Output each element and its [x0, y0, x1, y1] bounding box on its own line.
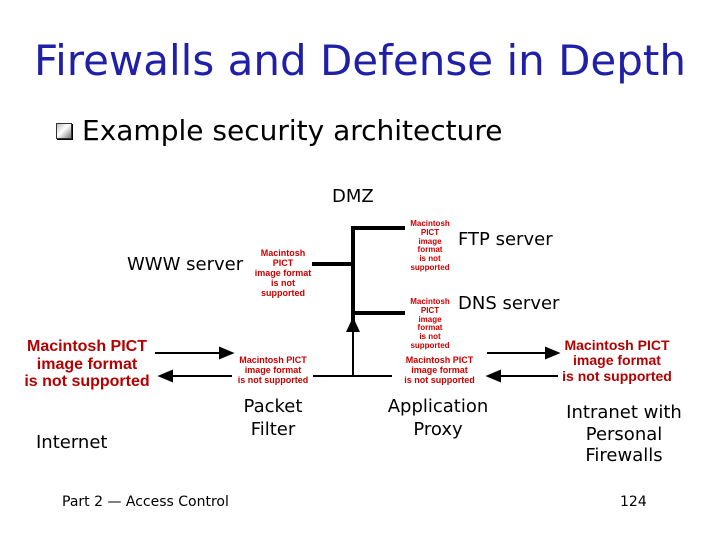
- bullet-text: Example security architecture: [82, 114, 503, 147]
- application-proxy-label: Application Proxy: [387, 396, 489, 440]
- dns-server-label: DNS server: [458, 293, 560, 314]
- dmz-up-arrow-head: [346, 317, 360, 332]
- bullet-icon: [56, 122, 72, 139]
- arrow-left-2: [485, 369, 501, 383]
- arrow-right-2: [545, 346, 561, 360]
- slide-title: Firewalls and Defense in Depth: [33, 36, 687, 85]
- page-number: 124: [620, 494, 647, 510]
- arrow-left-1: [157, 369, 173, 383]
- bullet-item: Example security architecture: [56, 114, 503, 147]
- arrow-right-1: [219, 346, 235, 360]
- packet-filter-label: Packet Filter: [243, 396, 303, 440]
- dmz-label: DMZ: [332, 186, 374, 207]
- intranet-label: Intranet with Personal Firewalls: [566, 402, 682, 467]
- internet-label: Internet: [36, 432, 108, 453]
- www-server-label: WWW server: [127, 254, 244, 275]
- footer-course-label: Part 2 — Access Control: [62, 494, 229, 510]
- ftp-server-label: FTP server: [458, 229, 553, 250]
